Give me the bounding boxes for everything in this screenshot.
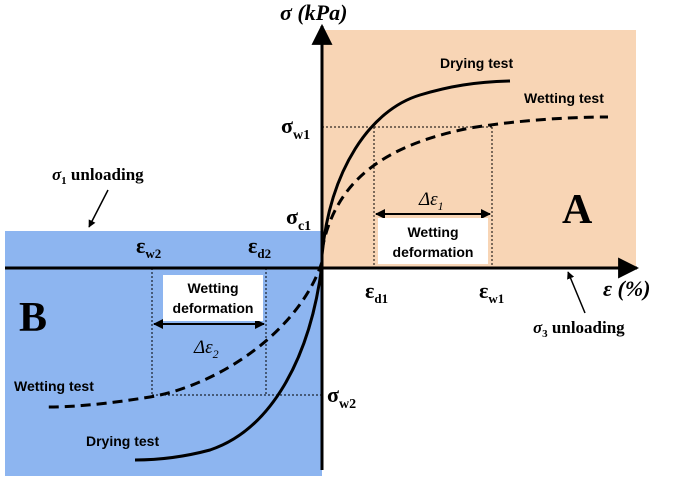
eps-d2-label: εd2 [248, 233, 271, 261]
wetting-deformation-upper-line2: deformation [393, 244, 474, 260]
eps-w2-label: εw2 [136, 233, 161, 261]
wetting-deformation-upper-line1: Wetting [407, 224, 458, 240]
region-b-label: B [19, 295, 47, 341]
wetting-curve-upper [320, 115, 609, 251]
sigma1-unloading-label: σ1 unloading [52, 165, 144, 187]
wetting-deformation-lower-line2: deformation [173, 300, 254, 316]
x-axis-title: ε (%) [603, 276, 651, 301]
drying-curve-lower [134, 264, 324, 462]
drying-test-lower-label: Drying test [86, 433, 159, 449]
sigma1-unloading-arrow [88, 189, 109, 228]
drying-curve-upper [320, 79, 511, 256]
drying-test-upper-label: Drying test [440, 55, 513, 71]
wetting-deformation-box-lower [163, 275, 263, 321]
region-a-label: A [562, 187, 593, 233]
sigma3-unloading-arrow [567, 271, 586, 314]
delta-eps-1-label: Δε1 [418, 189, 444, 213]
wetting-deformation-lower-line1: Wetting [187, 280, 238, 296]
dotted-guides [151, 126, 493, 396]
wetting-test-lower-label: Wetting test [14, 378, 94, 394]
wetting-curve-lower [47, 261, 324, 409]
wetting-deformation-box-upper [378, 218, 488, 264]
sigma3-unloading-label: σ3 unloading [533, 318, 625, 340]
delta-eps-2-label: Δε2 [193, 337, 219, 361]
eps-d1-label: εd1 [365, 278, 388, 306]
sigma-w1-label: σw1 [281, 113, 310, 143]
y-axis-title: σ (kPa) [280, 0, 347, 25]
y-axis-title-text: σ (kPa) [280, 0, 347, 25]
wetting-test-upper-label: Wetting test [524, 90, 604, 106]
x-axis-title-text: ε (%) [603, 276, 651, 301]
sigma-c1-label: σc1 [286, 204, 311, 234]
region-b-background [5, 231, 322, 476]
eps-w1-label: εw1 [479, 278, 504, 306]
sigma-w2-label: σw2 [327, 382, 356, 412]
